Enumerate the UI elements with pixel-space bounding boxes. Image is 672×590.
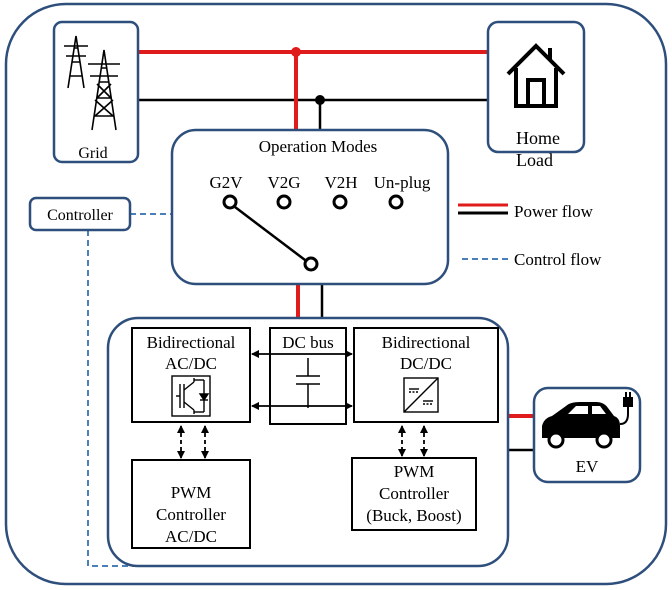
pwm-controller-buck-boost-box: PWM Controller (Buck, Boost) (351, 457, 477, 531)
mode-g2v-label: G2V (209, 173, 243, 192)
red-junction (291, 47, 301, 57)
controller-box: Controller (28, 196, 132, 232)
home-label-line2: Load (516, 150, 553, 170)
dcdc-label-line2: DC/DC (400, 354, 452, 373)
igbt-icon (171, 375, 211, 417)
mode-v2h-terminal[interactable] (332, 194, 348, 210)
acdc-converter-box: Bidirectional AC/DC (131, 327, 251, 423)
transmission-tower-icon (64, 35, 120, 131)
plug-icon (619, 392, 633, 425)
pwm-left-line2: Controller (156, 505, 226, 524)
legend-power-flow: Power flow (514, 202, 594, 221)
mode-unplug-terminal[interactable] (388, 194, 404, 210)
dc-bus-box: DC bus (269, 327, 347, 425)
car-icon (542, 402, 620, 449)
house-icon (506, 43, 566, 108)
dcdc-label-line1: Bidirectional (382, 333, 471, 352)
grid-label: Grid (78, 145, 107, 162)
pwm-left-line1: PWM (171, 483, 212, 502)
pwm-controller-acdc-box: PWM Controller AC/DC (131, 459, 251, 549)
controller-label: Controller (47, 207, 113, 224)
legend: Power flow Control flow (458, 202, 602, 269)
ev-box: EV (532, 386, 642, 484)
outer-frame (4, 2, 668, 586)
mode-unplug-label: Un-plug (374, 173, 431, 192)
pwm-left-line3: AC/DC (165, 527, 217, 546)
ev-label: EV (576, 457, 599, 476)
pwm-right-line3: (Buck, Boost) (366, 506, 461, 525)
home-label-line1: Home (516, 128, 560, 148)
operation-modes-box: Operation Modes G2V V2G V2H Un-plug (170, 128, 450, 286)
acdc-label-line2: AC/DC (165, 354, 217, 373)
acdc-label-line1: Bidirectional (147, 333, 236, 352)
black-junction (315, 95, 325, 105)
operation-modes-title: Operation Modes (259, 137, 378, 156)
mode-g2v-terminal[interactable] (222, 194, 238, 210)
pwm-right-line1: PWM (394, 462, 435, 481)
converter-block: Bidirectional AC/DC DC bus (106, 316, 510, 568)
grid-box: Grid (52, 20, 140, 164)
mode-switch-arm (234, 206, 306, 261)
mode-v2g-terminal[interactable] (276, 194, 292, 210)
home-load-box: Home Load (486, 20, 586, 170)
mode-v2h-label: V2H (324, 173, 357, 192)
dc-bus-label: DC bus (282, 333, 333, 352)
pwm-right-line2: Controller (379, 484, 449, 503)
legend-control-flow: Control flow (514, 250, 602, 269)
dcdc-converter-box: Bidirectional DC/DC (353, 327, 499, 423)
mode-switch-pivot (303, 256, 319, 272)
mode-v2g-label: V2G (267, 173, 300, 192)
dcdc-converter-icon (403, 377, 439, 413)
